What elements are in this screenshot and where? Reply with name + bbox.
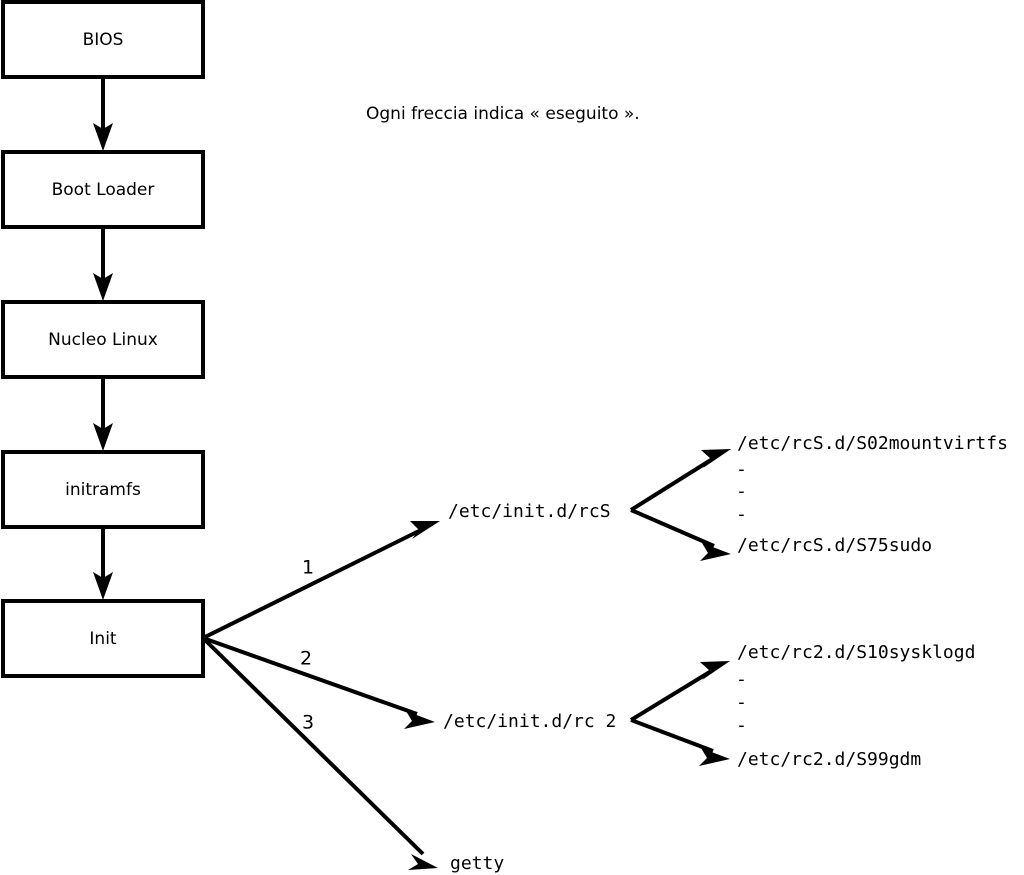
label-rcs-last-script: /etc/rcS.d/S75sudo bbox=[737, 535, 932, 556]
arrow-rc2-to-last-script bbox=[630, 718, 730, 766]
node-nucleo-linux[interactable]: Nucleo Linux bbox=[1, 300, 205, 379]
label-getty: getty bbox=[450, 853, 504, 874]
node-bios-box bbox=[1, 0, 205, 79]
node-init[interactable]: Init bbox=[1, 599, 205, 678]
node-boot-loader-label: Boot Loader bbox=[52, 180, 155, 200]
rcs-ellipsis-dot-1: - bbox=[736, 459, 747, 480]
rc2-subbranch-group bbox=[629, 661, 730, 766]
arrow-rcs-to-last-script bbox=[630, 508, 731, 561]
rc2-ellipsis-group: - - - bbox=[736, 669, 747, 736]
rcs-ellipsis-group: - - - bbox=[736, 459, 747, 525]
arrow-init-branch-3 bbox=[201, 636, 438, 870]
arrow-init-branch-1 bbox=[202, 521, 440, 640]
branch-number-2: 2 bbox=[300, 648, 312, 670]
label-rc2-first-script: /etc/rc2.d/S10sysklogd bbox=[737, 642, 975, 663]
node-bios[interactable]: BIOS bbox=[1, 0, 205, 79]
arrow-rc2-to-first-script bbox=[629, 661, 730, 722]
node-nucleo-linux-label: Nucleo Linux bbox=[48, 330, 158, 350]
arrow-rcs-to-first-script bbox=[629, 449, 731, 512]
arrow-nucleo-to-initramfs bbox=[93, 377, 113, 451]
rc2-ellipsis-dot-3: - bbox=[736, 715, 747, 736]
node-init-label: Init bbox=[89, 629, 117, 649]
diagram-caption: Ogni freccia indica « eseguito ». bbox=[366, 104, 640, 124]
node-boot-loader[interactable]: Boot Loader bbox=[1, 150, 205, 229]
rcs-subbranch-group bbox=[629, 449, 731, 561]
arrow-init-branch-2 bbox=[202, 636, 435, 729]
branch-number-3: 3 bbox=[302, 712, 314, 734]
node-init-box bbox=[1, 599, 205, 678]
rcs-ellipsis-dot-3: - bbox=[736, 504, 747, 525]
rc2-ellipsis-dot-1: - bbox=[736, 669, 747, 690]
label-rcs-first-script: /etc/rcS.d/S02mountvirtfs bbox=[737, 433, 1008, 454]
branch-number-1: 1 bbox=[302, 557, 314, 579]
node-initramfs-label: initramfs bbox=[65, 480, 141, 500]
node-initramfs-box bbox=[1, 450, 205, 529]
label-init-d-rc2: /etc/init.d/rc 2 bbox=[443, 711, 616, 732]
init-branch-group: 1 2 3 bbox=[201, 521, 440, 870]
label-rc2-last-script: /etc/rc2.d/S99gdm bbox=[737, 749, 921, 770]
boot-chain-group: BIOS Boot Loader Nucleo Linux initramfs … bbox=[1, 0, 205, 678]
rcs-ellipsis-dot-2: - bbox=[736, 481, 747, 502]
rc2-ellipsis-dot-2: - bbox=[736, 692, 747, 713]
arrow-bios-to-boot-loader bbox=[93, 77, 113, 151]
arrow-initramfs-to-init bbox=[93, 527, 113, 600]
label-init-d-rcs: /etc/init.d/rcS bbox=[448, 501, 611, 522]
arrow-boot-loader-to-nucleo bbox=[93, 227, 113, 301]
node-bios-label: BIOS bbox=[83, 30, 124, 50]
node-initramfs[interactable]: initramfs bbox=[1, 450, 205, 529]
